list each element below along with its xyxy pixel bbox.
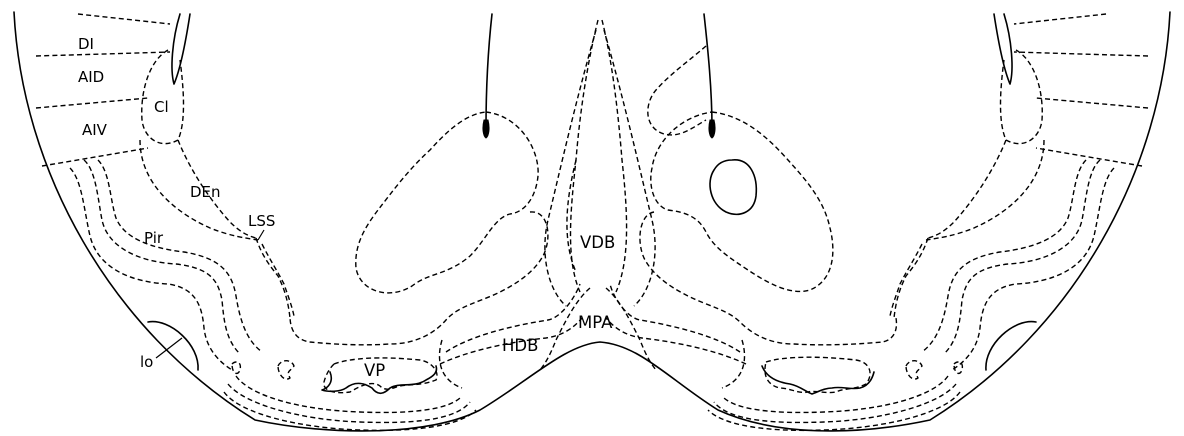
left-fissure (486, 14, 492, 128)
right-ventricle-edge (994, 14, 1012, 84)
label-vdb: VDB (580, 233, 615, 252)
label-di: DI (78, 35, 94, 53)
leader-lo (156, 338, 182, 358)
label-aid: AID (78, 68, 104, 86)
left-subcortical-regions (224, 112, 582, 430)
left-fissure-tip (483, 120, 489, 138)
label-mpa: MPA (578, 313, 613, 332)
leader-lss (258, 230, 264, 240)
label-lo: lo (140, 353, 153, 371)
right-fissure-tip (709, 120, 715, 138)
label-vp: VP (364, 361, 385, 380)
right-cortex-layers (890, 14, 1148, 370)
label-aiv: AIV (82, 121, 108, 139)
anterior-commissure-oval (710, 160, 756, 214)
left-cortex-layers (36, 14, 294, 370)
brain-outer-outline (14, 12, 1170, 431)
label-cl: Cl (154, 98, 169, 116)
right-fissure (704, 14, 712, 128)
label-lss: LSS (248, 212, 275, 230)
left-ventricle-edge (172, 14, 190, 84)
label-hdb: HDB (502, 336, 538, 355)
label-pir: Pir (144, 229, 164, 247)
lo-bulge-right (986, 322, 1036, 370)
lo-bulge-left (148, 322, 198, 370)
right-subcortical-regions (606, 46, 962, 430)
label-den: DEn (190, 183, 221, 201)
